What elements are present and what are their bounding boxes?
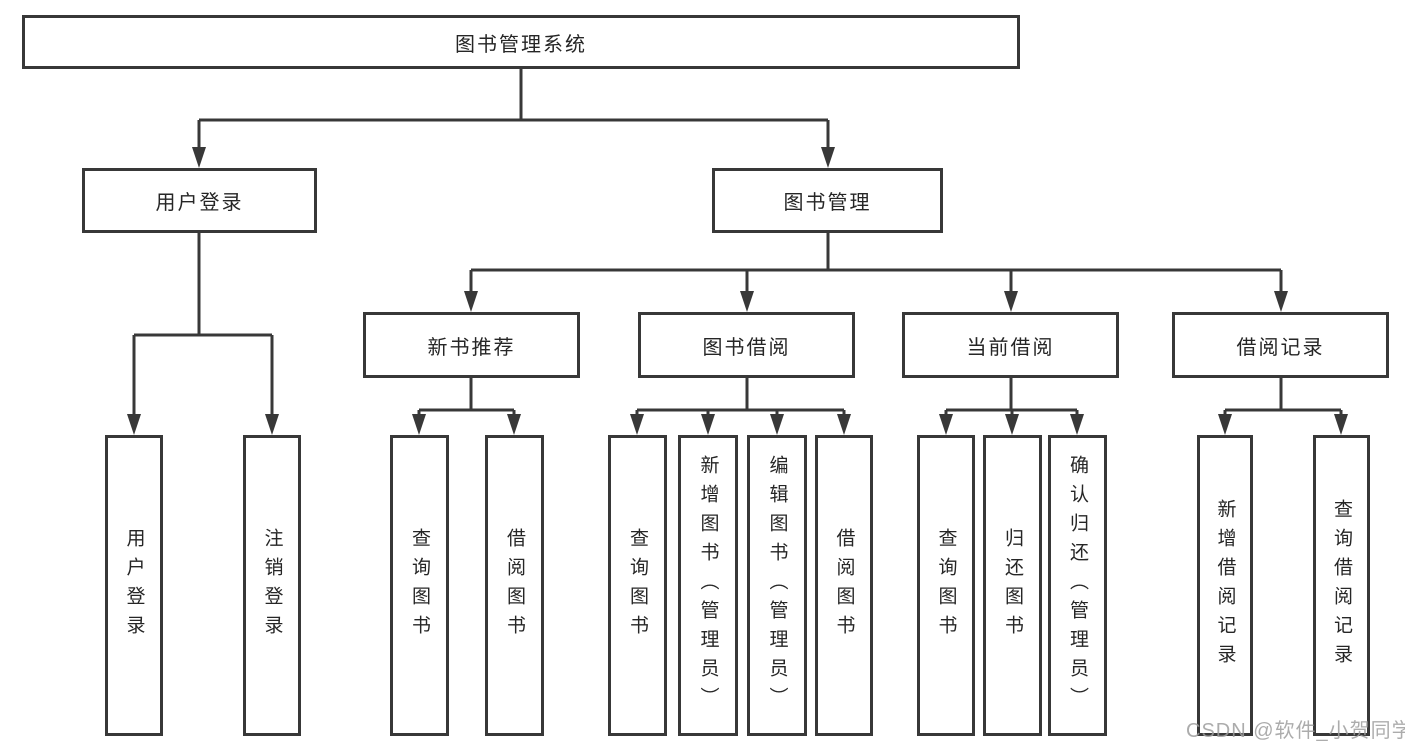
leaf-query-books-current: 查询图书 <box>917 435 975 736</box>
watermark: CSDN @软件_小贺同学 <box>1186 720 1405 742</box>
node-book-management: 图书管理 <box>712 168 943 233</box>
leaf-add-borrow-record-label: 新增借阅记录 <box>1214 498 1236 673</box>
leaf-query-books-current-label: 查询图书 <box>935 527 957 644</box>
leaf-query-borrow-record-label: 查询借阅记录 <box>1331 498 1352 673</box>
leaf-query-borrow-record: 查询借阅记录 <box>1313 435 1370 736</box>
leaf-edit-books-admin-label: 编辑图书（管理员） <box>766 455 788 716</box>
leaf-user-login: 用户登录 <box>105 435 163 736</box>
leaf-add-books-admin-label: 新增图书（管理员） <box>697 455 719 716</box>
leaf-add-borrow-record: 新增借阅记录 <box>1197 435 1253 736</box>
leaf-borrow-books-borrowing-label: 借阅图书 <box>833 527 855 644</box>
leaf-return-books: 归还图书 <box>983 435 1042 736</box>
leaf-return-books-label: 归还图书 <box>1002 527 1023 644</box>
leaf-confirm-return-admin-label: 确认归还（管理员） <box>1067 455 1088 716</box>
leaf-logout: 注销登录 <box>243 435 301 736</box>
node-library-system: 图书管理系统 <box>22 15 1020 69</box>
leaf-logout-label: 注销登录 <box>261 527 283 644</box>
leaf-query-books-borrowing: 查询图书 <box>608 435 667 736</box>
leaf-query-books-recommend-label: 查询图书 <box>409 527 430 644</box>
node-new-book-recommend: 新书推荐 <box>363 312 580 378</box>
leaf-borrow-books-recommend: 借阅图书 <box>485 435 544 736</box>
leaf-edit-books-admin: 编辑图书（管理员） <box>747 435 807 736</box>
leaf-query-books-recommend: 查询图书 <box>390 435 449 736</box>
node-book-borrowing: 图书借阅 <box>638 312 855 378</box>
leaf-add-books-admin: 新增图书（管理员） <box>678 435 738 736</box>
node-user-login: 用户登录 <box>82 168 317 233</box>
node-borrowing-records: 借阅记录 <box>1172 312 1389 378</box>
leaf-user-login-label: 用户登录 <box>123 527 145 644</box>
leaf-borrow-books-recommend-label: 借阅图书 <box>504 527 525 644</box>
node-current-borrowing: 当前借阅 <box>902 312 1119 378</box>
leaf-borrow-books-borrowing: 借阅图书 <box>815 435 873 736</box>
leaf-query-books-borrowing-label: 查询图书 <box>627 527 648 644</box>
leaf-confirm-return-admin: 确认归还（管理员） <box>1048 435 1107 736</box>
